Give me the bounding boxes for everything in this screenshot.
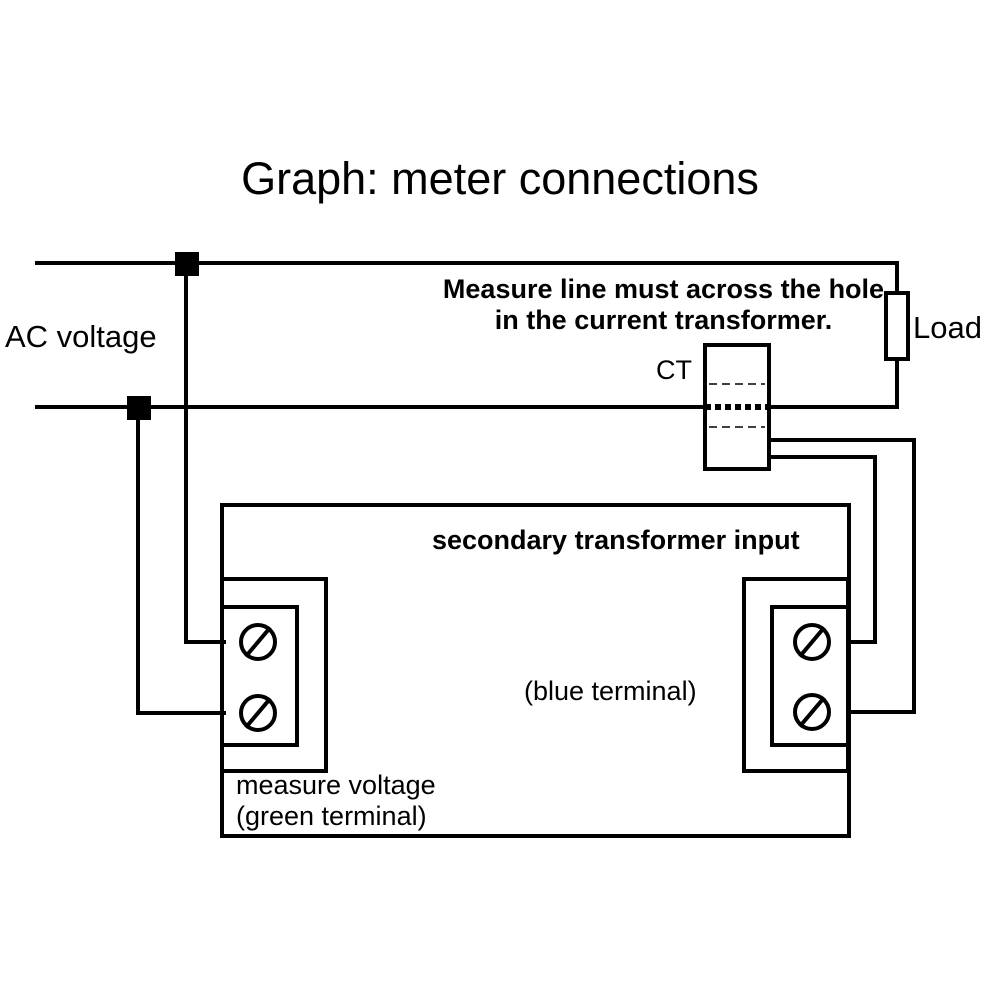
screw-terminal-icon [793,623,831,661]
green-terminal-label: (green terminal) [236,801,427,831]
voltage-wire-top [184,261,226,644]
resistor-icon [884,291,910,361]
ct-label: CT [656,355,692,385]
screw-terminal-icon [239,623,277,661]
supply-line-top [35,261,899,295]
voltage-wire-bottom [136,405,226,715]
screw-slot [244,626,272,658]
junction-dot-icon [127,396,151,420]
screw-terminal-icon [239,694,277,732]
ct-secondary-wire-inner [768,455,877,644]
diagram-title: Graph: meter connections [241,153,759,204]
measure-voltage-label: measure voltage [236,770,436,800]
measure-line-note: Measure line must across the hole in the… [442,274,885,335]
secondary-input-label: secondary transformer input [432,525,800,555]
green-terminal-block [220,605,299,747]
junction-dot-icon [175,252,199,276]
blue-terminal-block [770,605,850,747]
load-label: Load [913,310,982,345]
supply-line-bottom [35,357,899,409]
screw-slot [244,697,272,729]
screw-slot [798,626,826,658]
screw-terminal-icon [793,693,831,731]
ac-voltage-label: AC voltage [5,319,157,354]
ct-secondary-wire-outer [768,438,916,714]
blue-terminal-label: (blue terminal) [524,676,697,706]
screw-slot [798,696,826,728]
